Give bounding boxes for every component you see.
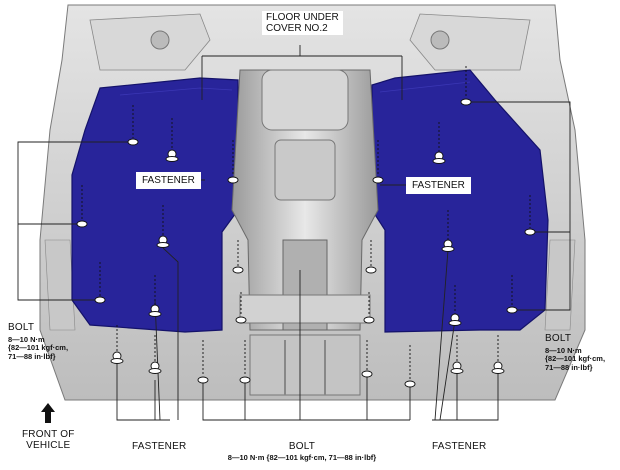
bolt-marker [372, 140, 384, 184]
fastener-marker [110, 325, 124, 364]
bolt-bottom-spec: 8—10 N·m {82—101 kgf·cm, 71—88 in·lbf} [227, 453, 377, 462]
front-line1: FRONT OF [22, 429, 75, 440]
bolt-marker [363, 292, 375, 324]
bolt-callout-right: BOLT 8—10 N·m {82—101 kgf·cm, 71—88 in·l… [545, 333, 605, 372]
bolt-marker [197, 340, 209, 384]
cover-title-line1: FLOOR UNDER [266, 12, 339, 23]
bolt-left-title: BOLT [8, 322, 35, 333]
fastener-markers [110, 118, 505, 374]
leader-lines [17, 45, 571, 421]
fastener-marker [148, 335, 162, 374]
bolt-left-spec-line1: 8—10 N·m [8, 335, 45, 344]
front-of-vehicle-label: FRONT OF VEHICLE [22, 429, 75, 451]
bolt-right-spec-line1: 8—10 N·m [545, 346, 582, 355]
bolt-marker [239, 340, 251, 384]
cover-title-line2: COVER NO.2 [266, 23, 328, 34]
bolt-marker [404, 345, 416, 388]
fastener-label-right: FASTENER [406, 177, 471, 194]
bolt-marker [235, 292, 247, 324]
bolt-right-spec-line2: {82—101 kgf·cm, [545, 354, 606, 364]
bolt-right-title: BOLT [545, 333, 572, 344]
bolt-marker [94, 262, 106, 304]
bolt-marker [127, 105, 139, 146]
bolt-callout-left: BOLT 8—10 N·m {82—101 kgf·cm, 71—88 in·l… [8, 322, 68, 361]
bolt-marker [232, 240, 244, 274]
bolt-marker [460, 66, 472, 106]
fastener-marker [165, 118, 179, 162]
bolt-left-spec-line2: {82—101 kgf·cm, [8, 343, 69, 353]
fastener-label-bottom-right: FASTENER [432, 441, 487, 452]
bolt-marker [227, 140, 239, 184]
fastener-marker [148, 275, 162, 317]
front-line2: VEHICLE [26, 440, 71, 451]
bolt-callout-bottom: BOLT 8—10 N·m {82—101 kgf·cm, 71—88 in·l… [214, 441, 390, 462]
bolt-bottom-title: BOLT [288, 441, 316, 452]
fastener-marker [450, 335, 464, 374]
fastener-marker [491, 335, 505, 374]
bolt-marker [524, 195, 536, 236]
fastener-marker [448, 285, 462, 326]
center-tunnel [231, 69, 379, 396]
cover-title-label: FLOOR UNDER COVER NO.2 [262, 11, 343, 35]
bolt-marker [76, 185, 88, 228]
bolt-markers [76, 66, 536, 388]
bolt-left-spec-line3: 71—88 in·lbf} [8, 351, 56, 361]
fastener-label-left: FASTENER [136, 172, 201, 189]
bolt-marker [361, 340, 373, 378]
fastener-label-bottom-left: FASTENER [132, 441, 187, 452]
fastener-marker [432, 122, 446, 164]
fastener-marker [156, 205, 170, 248]
bolt-marker [365, 240, 377, 274]
bolt-marker [506, 275, 518, 314]
bolt-right-spec-line3: 71—88 in·lbf} [545, 362, 593, 372]
arrow-up-icon [41, 403, 55, 423]
fastener-marker [441, 210, 455, 252]
